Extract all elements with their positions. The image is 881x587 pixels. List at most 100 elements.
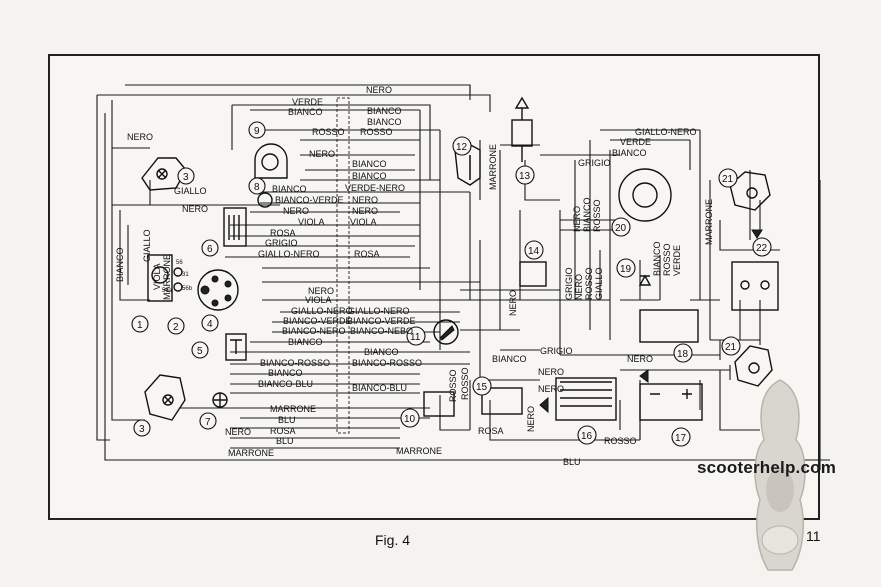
label-nero-top: NERO (366, 85, 392, 95)
spark-plug (511, 119, 533, 147)
component-11 (433, 319, 459, 345)
marker-9: 9 (254, 126, 260, 137)
label-bianco-nero-2: BIANCO-NEBO (350, 326, 413, 336)
label-nero-6: NERO (308, 286, 334, 296)
label-verde-right: VERDE (620, 137, 651, 147)
label-viola-1: VIOLA (298, 217, 325, 227)
wire-labels-vertical: BIANCO GIALLO VIOLA MARRONE NERO BIANCO … (115, 144, 714, 432)
label-bianco-1: BIANCO (288, 107, 323, 117)
wiring-harness (96, 84, 830, 470)
label-nero-1: NERO (309, 149, 335, 159)
horn (197, 269, 239, 311)
rear-light-right-lower (734, 345, 773, 387)
marker-3a: 3 (183, 172, 189, 183)
marker-7: 7 (205, 417, 211, 428)
terminal-marks: 31 56 56a 56b (162, 260, 193, 294)
label-nero-14: NERO (508, 290, 518, 316)
label-bianco-9: BIANCO (268, 368, 303, 378)
label-rosso-v3: ROSSO (662, 243, 672, 276)
label-rosso-2: ROSSO (360, 127, 393, 137)
label-giallo-nero-right: GIALLO-NERO (635, 127, 697, 137)
label-bianco-blu-2: BIANCO-BLU (352, 383, 407, 393)
label-bianco-5: BIANCO (352, 171, 387, 181)
label-verde-v3: VERDE (672, 245, 682, 276)
label-blu-2: BLU (276, 436, 294, 446)
label-bianco-verde-1: BIANCO-VERDE (275, 195, 344, 205)
stop-switch (257, 192, 273, 208)
label-grigio-2: GRIGIO (540, 346, 573, 356)
label-giallo-nero-1: GIALLO-NERO (258, 249, 320, 259)
label-verde-nero: VERDE-NERO (345, 183, 405, 193)
label-nero-9: NERO (538, 384, 564, 394)
label-rosa-4: ROSA (478, 426, 504, 436)
diode (638, 274, 652, 286)
label-giallo-left: GIALLO (174, 186, 207, 196)
marker-15: 15 (476, 382, 488, 393)
site-watermark: scooterhelp.com (697, 458, 837, 477)
tail-light-22 (731, 261, 779, 311)
label-viola-3: VIOLA (305, 295, 332, 305)
label-nero-3: NERO (352, 195, 378, 205)
marker-6: 6 (207, 244, 213, 255)
marker-8: 8 (254, 182, 260, 193)
label-nero-11: NERO (526, 406, 536, 432)
figure-caption: Fig. 4 (375, 532, 411, 548)
instrument-panel (639, 309, 699, 343)
label-marrone-2: MARRONE (228, 448, 274, 458)
label-nero-2: NERO (182, 204, 208, 214)
label-rosso-v1: ROSSO (592, 199, 602, 232)
label-nero-7: NERO (225, 427, 251, 437)
label-nero-v2: NERO (574, 274, 584, 300)
label-viola-2: VIOLA (350, 217, 377, 227)
label-grigio-right: GRIGIO (578, 158, 611, 168)
label-bianco-left: BIANCO (115, 247, 125, 282)
terminal-56: 56 (176, 260, 183, 266)
label-nero-8: NERO (538, 367, 564, 377)
label-bianco-verde-3: BIANCO-VERDE (347, 316, 416, 326)
marker-1: 1 (137, 320, 143, 331)
marker-12: 12 (456, 142, 468, 153)
label-bianco-blu-1: BIANCO-BLU (258, 379, 313, 389)
label-rosso-4: ROSSO (604, 436, 637, 446)
label-bianco-verde-2: BIANCO-VERDE (283, 316, 352, 326)
key-switch (618, 168, 672, 222)
diagram-frame (48, 54, 820, 520)
label-blu-3: BLU (563, 457, 581, 467)
page-number: 11 (806, 528, 821, 544)
label-bianco-8: BIANCO (364, 347, 399, 357)
label-verde-top: VERDE (292, 97, 323, 107)
marker-2: 2 (173, 322, 179, 333)
label-bianco-2: BIANCO (367, 106, 402, 116)
label-viola-v: VIOLA (152, 263, 162, 290)
label-nero-4: NERO (283, 206, 309, 216)
label-bianco-nero-1: BIANCO-NERO (282, 326, 346, 336)
label-bianco-v1: BIANCO (582, 197, 592, 232)
label-bianco-3: BIANCO (367, 117, 402, 127)
label-rosso-v2: ROSSO (584, 267, 594, 300)
label-marrone-right: MARRONE (704, 199, 714, 245)
wire-labels: NERO VERDE BIANCO BIANCO BIANCO ROSSO RO… (127, 85, 697, 467)
label-rosa-3: ROSA (270, 426, 296, 436)
terminal-56a: 56a (162, 288, 173, 294)
label-bianco-rosso-1: BIANCO-ROSSO (260, 358, 330, 368)
light-switch (147, 254, 173, 302)
label-bianco-10: BIANCO (492, 354, 527, 364)
label-nero-10: NERO (627, 354, 653, 364)
label-giallo-v2: GIALLO (594, 267, 604, 300)
label-rosso-3: ROSSO (448, 369, 458, 402)
marker-21a: 21 (722, 174, 734, 185)
label-giallo-v: GIALLO (142, 229, 152, 262)
rectifier (254, 143, 288, 179)
terminal-56b: 56b (182, 286, 193, 292)
label-bianco-7: BIANCO (288, 337, 323, 347)
horn-button (225, 333, 247, 361)
label-marrone-v: MARRONE (162, 254, 172, 300)
component-markers: 1 2 3 3 4 5 6 7 8 9 10 11 12 13 14 15 16… (131, 121, 772, 447)
label-rosso-1: ROSSO (312, 127, 345, 137)
label-rosa-1: ROSA (270, 228, 296, 238)
label-blu-1: BLU (278, 415, 296, 425)
label-nero-v1: NERO (572, 206, 582, 232)
rear-light-right-upper (729, 171, 771, 211)
label-bianco-rosso-2: BIANCO-ROSSO (352, 358, 422, 368)
